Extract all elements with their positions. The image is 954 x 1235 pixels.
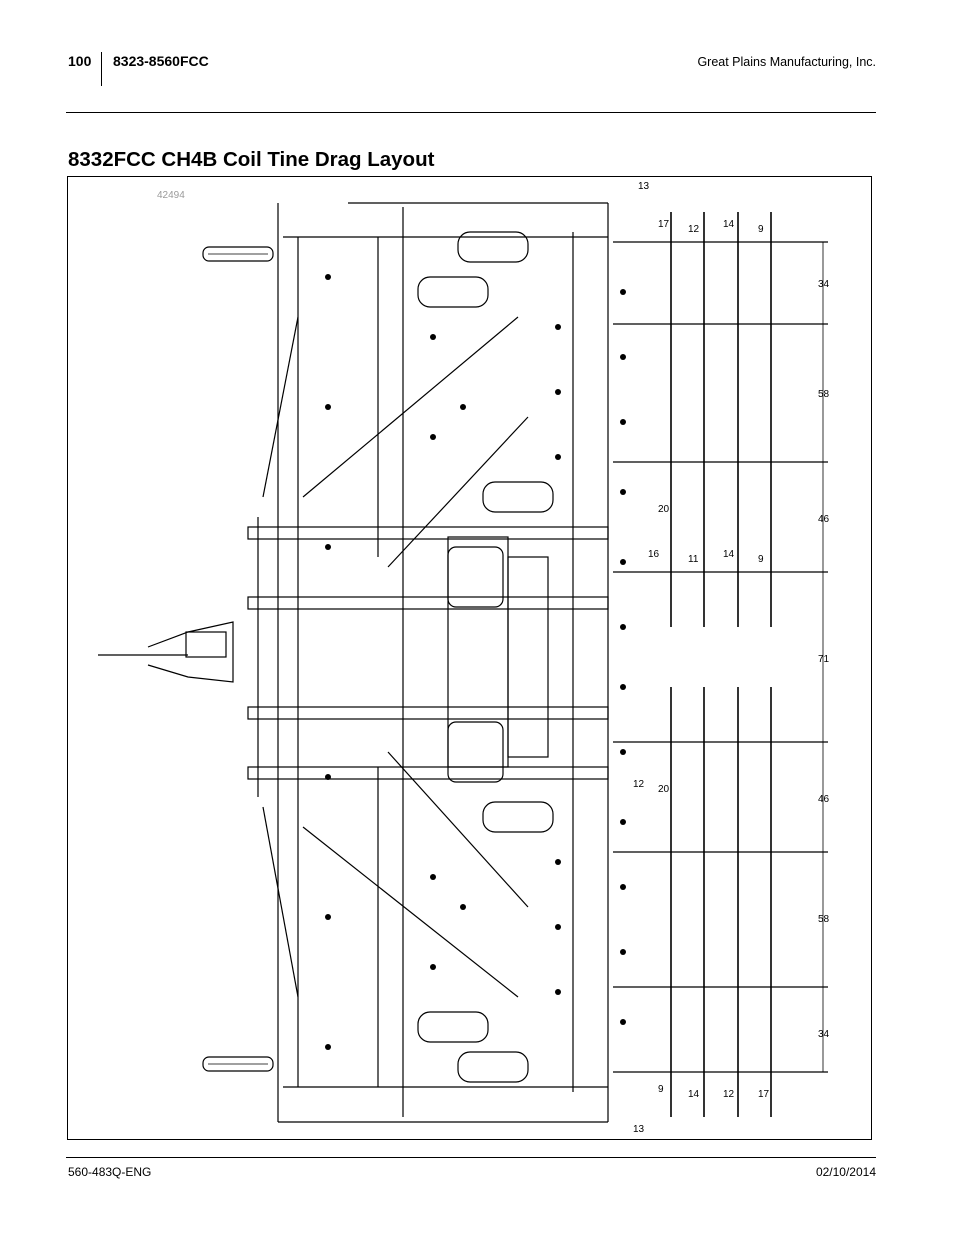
svg-text:14: 14 [688, 1089, 700, 1100]
svg-text:14: 14 [723, 219, 735, 230]
svg-text:71: 71 [818, 654, 830, 665]
svg-text:58: 58 [818, 389, 830, 400]
svg-text:16: 16 [648, 549, 660, 560]
svg-text:20: 20 [658, 504, 670, 515]
doc-number: 560-483Q-ENG [68, 1165, 152, 1179]
svg-text:9: 9 [658, 1084, 664, 1095]
svg-text:12: 12 [688, 224, 700, 235]
svg-text:11: 11 [688, 554, 699, 565]
implement-drawing: 13 17 12 14 9 34 58 20 16 11 14 9 46 71 … [98, 181, 830, 1135]
svg-text:12: 12 [723, 1089, 735, 1100]
svg-text:46: 46 [818, 794, 830, 805]
company-name: Great Plains Manufacturing, Inc. [697, 55, 876, 69]
svg-text:14: 14 [723, 549, 735, 560]
svg-text:17: 17 [758, 1089, 770, 1100]
footer-rule [66, 1157, 876, 1158]
svg-text:20: 20 [658, 784, 670, 795]
svg-text:13: 13 [638, 181, 650, 192]
page-number: 100 [68, 53, 92, 69]
svg-text:58: 58 [818, 914, 830, 925]
svg-text:46: 46 [818, 514, 830, 525]
svg-text:34: 34 [818, 279, 830, 290]
model-number: 8323-8560FCC [113, 53, 209, 69]
svg-text:34: 34 [818, 1029, 830, 1040]
svg-text:17: 17 [658, 219, 670, 230]
svg-text:9: 9 [758, 554, 764, 565]
header-divider [101, 52, 102, 86]
svg-text:12: 12 [633, 779, 645, 790]
page-title: 8332FCC CH4B Coil Tine Drag Layout [68, 148, 435, 171]
svg-text:13: 13 [633, 1124, 645, 1135]
header-rule [66, 112, 876, 113]
figure-id: 42494 [157, 190, 185, 201]
svg-text:9: 9 [758, 224, 764, 235]
publish-date: 02/10/2014 [815, 1165, 876, 1179]
layout-figure: 42494 [67, 176, 872, 1140]
